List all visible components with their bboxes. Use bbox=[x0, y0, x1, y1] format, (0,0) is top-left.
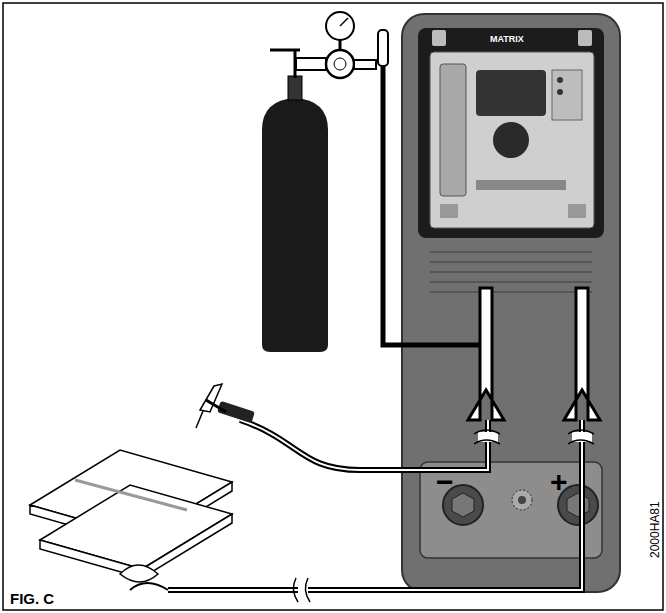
tig-torch bbox=[196, 384, 488, 470]
figure-frame bbox=[3, 3, 663, 610]
drawing-code: 2000HA81 bbox=[648, 499, 662, 560]
gas-cylinder bbox=[262, 12, 388, 352]
terminal-polarity: − bbox=[434, 466, 456, 498]
terminal-polarity: + bbox=[548, 466, 570, 498]
workpieces bbox=[30, 450, 232, 578]
terminal-arrows bbox=[468, 288, 600, 420]
cable-breaks bbox=[293, 430, 594, 602]
gas-hose bbox=[383, 66, 486, 372]
figure-caption: FIG. C bbox=[8, 590, 56, 607]
brand-logo: MATRIX bbox=[488, 34, 526, 45]
work-clamp bbox=[120, 420, 582, 590]
welding-machine bbox=[402, 14, 620, 592]
